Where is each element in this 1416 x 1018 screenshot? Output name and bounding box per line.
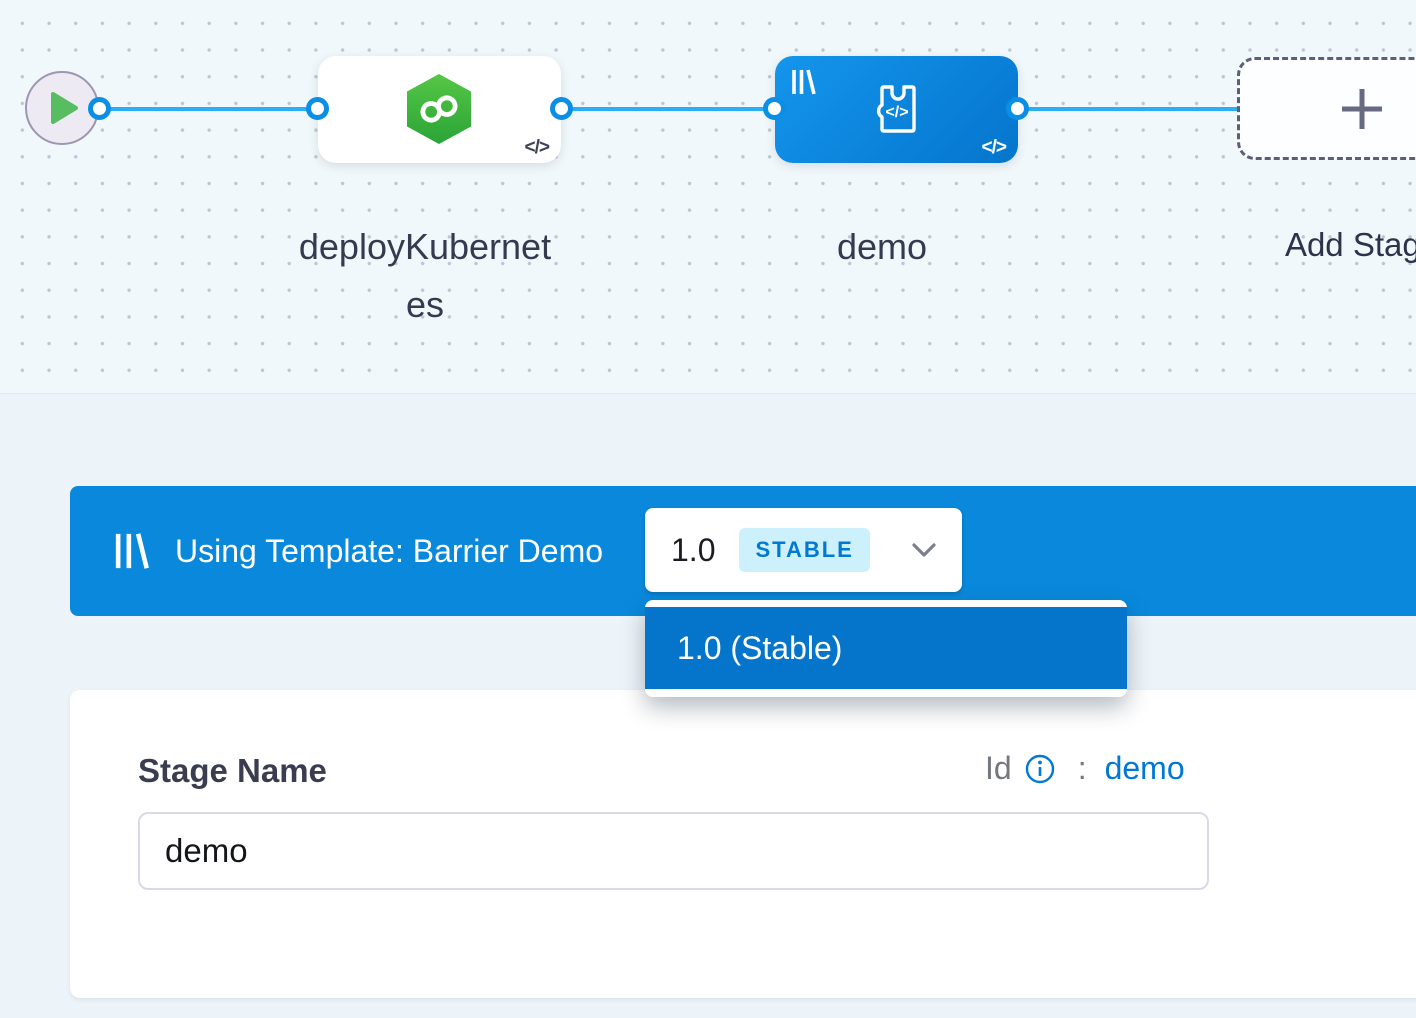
- add-stage-label: Add Stage: [1284, 226, 1416, 263]
- play-icon: [51, 92, 78, 124]
- template-version-selector[interactable]: 1.0 STABLE: [645, 508, 962, 592]
- connector-port[interactable]: [306, 97, 329, 120]
- connector-port[interactable]: [550, 97, 573, 120]
- pipeline-canvas[interactable]: </> </> </> deployKubernetes demo Add St…: [0, 0, 1416, 394]
- edge-stage2-to-addstage: [1016, 107, 1242, 111]
- code-icon[interactable]: </>: [981, 137, 1008, 158]
- template-version-number: 1.0: [671, 531, 716, 568]
- stage-id-value: demo: [1104, 750, 1185, 786]
- stage-overview-panel: Stage Name Id : demo: [70, 690, 1416, 998]
- info-icon[interactable]: [1024, 753, 1056, 785]
- template-icon: [792, 69, 816, 95]
- plus-icon: [1342, 88, 1382, 129]
- custom-stage-icon: </>: [876, 85, 916, 133]
- connector-port[interactable]: [88, 97, 111, 120]
- stage-name-label: Stage Name: [138, 752, 327, 789]
- stage-node-demo[interactable]: </> </>: [775, 56, 1018, 163]
- stage-id-separator: :: [1077, 750, 1087, 786]
- using-template-text: Using Template: Barrier Demo: [175, 532, 604, 569]
- stage-id-row: Id : demo: [985, 750, 1185, 787]
- using-template-banner: Using Template: Barrier Demo 1.0 STABLE: [70, 486, 1416, 616]
- pipeline-start-node[interactable]: [25, 71, 99, 145]
- kubernetes-rollout-icon: [407, 74, 471, 144]
- edge-start-to-stage1: [100, 107, 320, 111]
- chevron-down-icon: [912, 542, 936, 557]
- stage-node-deploykubernetes[interactable]: </>: [318, 56, 561, 163]
- version-menu-item-1-0-stable[interactable]: 1.0 (Stable): [645, 607, 1127, 689]
- connector-port[interactable]: [763, 97, 786, 120]
- stable-badge: STABLE: [739, 528, 870, 572]
- svg-text:</>: </>: [885, 104, 908, 121]
- edge-stage1-to-stage2: [560, 107, 777, 111]
- connector-port[interactable]: [1006, 97, 1029, 120]
- template-icon: [115, 533, 149, 569]
- code-icon[interactable]: </>: [524, 137, 551, 158]
- stage-id-label: Id: [985, 750, 1012, 786]
- add-stage-button[interactable]: [1237, 57, 1416, 160]
- stage-name-input[interactable]: [138, 812, 1209, 890]
- stage-label-demo: demo: [836, 226, 928, 267]
- stage-label-deploykubernetes: deployKubernetes: [298, 226, 552, 325]
- template-version-menu: 1.0 (Stable): [645, 600, 1127, 697]
